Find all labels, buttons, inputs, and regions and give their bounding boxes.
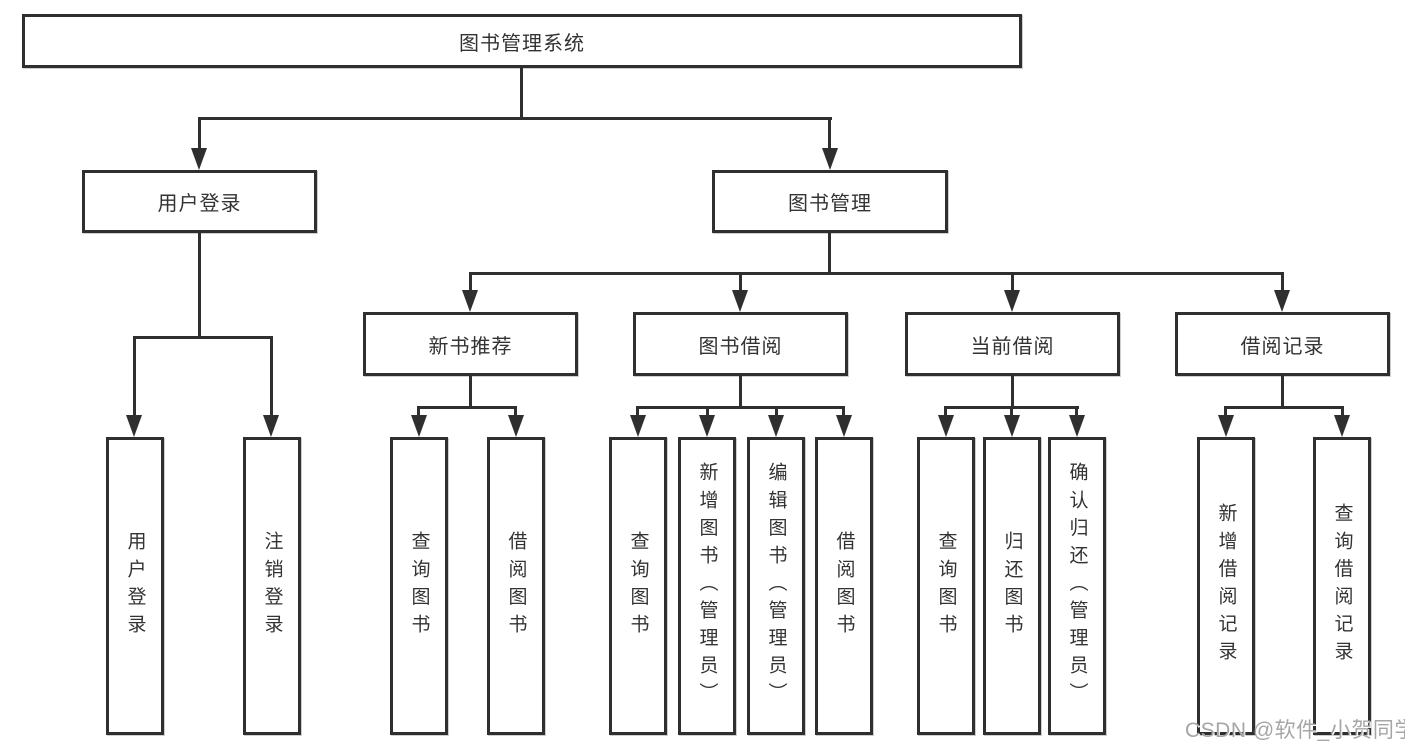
- connector-line: [469, 272, 472, 297]
- connector-line: [1341, 406, 1344, 420]
- connector-arrowhead-down: [699, 415, 715, 437]
- connector-line: [1281, 272, 1284, 297]
- connector-arrowhead-down: [462, 290, 478, 312]
- node-user-login-label: 用户登录: [157, 193, 242, 215]
- connector-line: [133, 336, 273, 339]
- connector-line: [1224, 406, 1344, 409]
- leaf-query-books-borrow: 查询图书: [609, 437, 667, 735]
- connector-line: [198, 233, 201, 338]
- connector-arrowhead-down: [1274, 290, 1290, 312]
- node-book-management-label: 图书管理: [788, 193, 872, 215]
- node-borrow-records-label: 借阅记录: [1240, 335, 1325, 358]
- connector-line: [636, 406, 639, 420]
- connector-line: [1281, 376, 1284, 408]
- leaf-borrow-books-recommend: 借阅图书: [487, 437, 545, 735]
- leaf-return-books-label: 归还图书: [1001, 530, 1023, 642]
- leaf-logout: 注销登录: [243, 437, 301, 735]
- leaf-add-borrow-record: 新增借阅记录: [1197, 437, 1255, 735]
- leaf-borrow-books-label: 借阅图书: [833, 530, 855, 642]
- connector-line: [636, 406, 845, 409]
- leaf-query-books-current: 查询图书: [917, 437, 975, 735]
- connector-line: [198, 117, 832, 120]
- connector-arrowhead-down: [768, 415, 784, 437]
- node-new-book-recommend-label: 新书推荐: [428, 335, 513, 358]
- connector-arrowhead-down: [822, 148, 838, 170]
- connector-arrowhead-down: [1218, 415, 1234, 437]
- leaf-return-books: 归还图书: [983, 437, 1041, 735]
- node-current-borrow: 当前借阅: [905, 312, 1120, 376]
- node-new-book-recommend: 新书推荐: [363, 312, 578, 376]
- connector-line: [417, 406, 420, 420]
- leaf-query-borrow-record: 查询借阅记录: [1313, 437, 1371, 735]
- connector-line: [469, 272, 1284, 275]
- connector-line: [706, 406, 709, 420]
- leaf-borrow-books: 借阅图书: [815, 437, 873, 735]
- leaf-query-books-borrow-label: 查询图书: [627, 530, 649, 642]
- leaf-query-books-recommend: 查询图书: [390, 437, 448, 735]
- connector-arrowhead-down: [836, 415, 852, 437]
- connector-arrowhead-down: [630, 415, 646, 437]
- connector-arrowhead-down: [508, 415, 524, 437]
- leaf-query-books-current-label: 查询图书: [935, 530, 957, 642]
- node-book-borrow-label: 图书借阅: [698, 335, 783, 358]
- connector-arrowhead-down: [1334, 415, 1350, 437]
- leaf-query-books-recommend-label: 查询图书: [408, 530, 430, 642]
- connector-line: [133, 336, 136, 424]
- connector-arrowhead-down: [263, 415, 279, 437]
- connector-line: [1224, 406, 1227, 420]
- connector-line: [739, 376, 742, 408]
- connector-line: [775, 406, 778, 420]
- connector-line: [1075, 406, 1078, 420]
- connector-arrowhead-down: [126, 415, 142, 437]
- leaf-user-login-label: 用户登录: [124, 530, 146, 642]
- connector-arrowhead-down: [938, 415, 954, 437]
- leaf-user-login: 用户登录: [106, 437, 164, 735]
- connector-arrowhead-down: [1069, 415, 1085, 437]
- connector-line: [739, 272, 742, 297]
- node-borrow-records: 借阅记录: [1175, 312, 1390, 376]
- leaf-confirm-return-admin: 确认归还（管理员）: [1048, 437, 1106, 735]
- connector-arrowhead-down: [1004, 415, 1020, 437]
- node-root-label: 图书管理系统: [459, 32, 585, 55]
- csdn-watermark: CSDN @软件_小贺同学: [1185, 719, 1405, 742]
- connector-line: [417, 406, 517, 409]
- leaf-add-book-admin: 新增图书（管理员）: [678, 437, 736, 735]
- connector-line: [1011, 272, 1014, 297]
- connector-line: [469, 376, 472, 408]
- node-user-login: 用户登录: [82, 170, 317, 233]
- connector-line: [270, 336, 273, 424]
- leaf-logout-label: 注销登录: [261, 530, 283, 642]
- connector-line: [1011, 376, 1014, 408]
- leaf-edit-book-admin: 编辑图书（管理员）: [747, 437, 805, 735]
- connector-arrowhead-down: [411, 415, 427, 437]
- node-current-borrow-label: 当前借阅: [970, 335, 1055, 358]
- connector-arrowhead-down: [1004, 290, 1020, 312]
- node-book-management: 图书管理: [712, 170, 948, 233]
- connector-line: [842, 406, 845, 420]
- leaf-query-borrow-record-label: 查询借阅记录: [1331, 503, 1353, 669]
- leaf-borrow-books-recommend-label: 借阅图书: [505, 530, 527, 642]
- connector-line: [828, 233, 831, 275]
- connector-arrowhead-down: [732, 290, 748, 312]
- node-root: 图书管理系统: [22, 14, 1022, 68]
- leaf-edit-book-admin-label: 编辑图书（管理员）: [765, 462, 787, 710]
- connector-line: [198, 117, 201, 155]
- connector-line: [944, 406, 947, 420]
- connector-line: [1010, 406, 1013, 420]
- leaf-add-book-admin-label: 新增图书（管理员）: [696, 462, 718, 710]
- connector-arrowhead-down: [191, 148, 207, 170]
- leaf-confirm-return-admin-label: 确认归还（管理员）: [1066, 462, 1088, 710]
- node-book-borrow: 图书借阅: [633, 312, 848, 376]
- connector-line: [514, 406, 517, 420]
- leaf-add-borrow-record-label: 新增借阅记录: [1215, 503, 1237, 669]
- connector-line: [520, 68, 523, 119]
- connector-line: [828, 117, 831, 155]
